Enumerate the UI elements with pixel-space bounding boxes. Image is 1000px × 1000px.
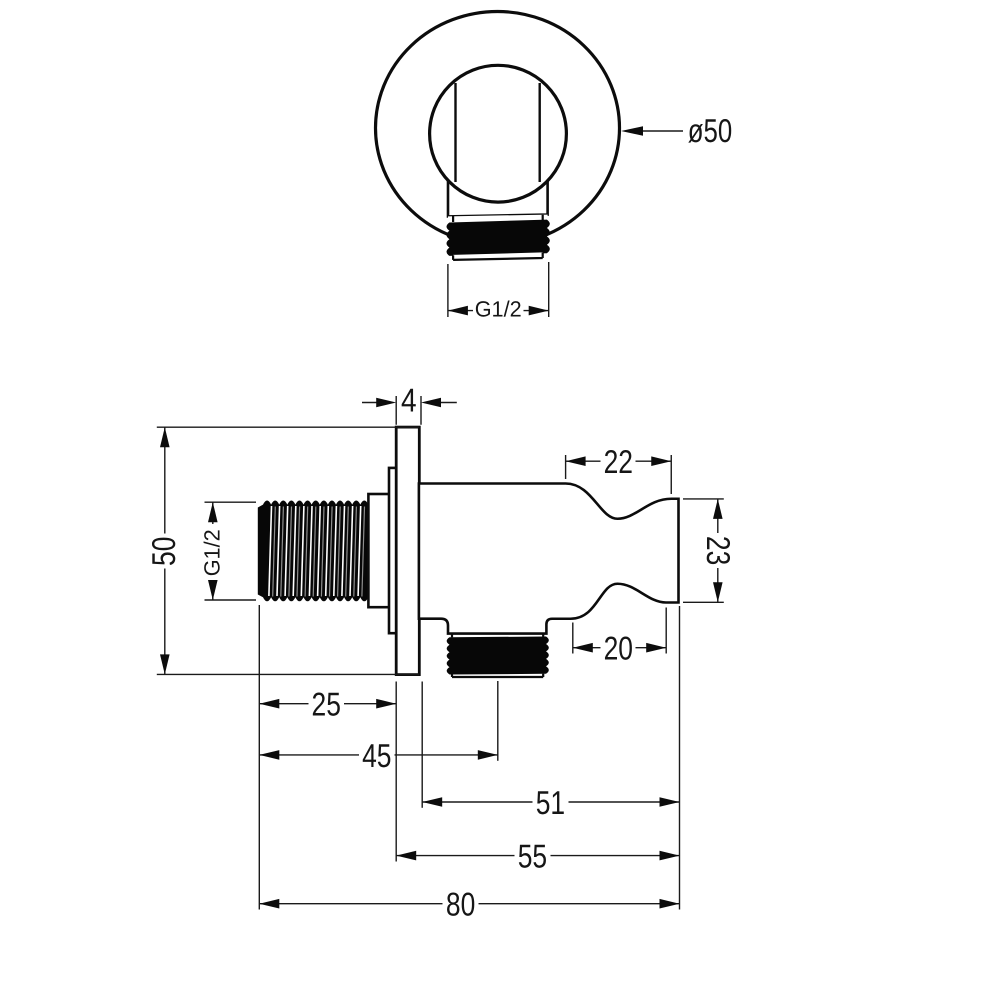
dim-25-label: 25 [312, 686, 341, 723]
dim-outlet-axis-distance: 45 [259, 737, 498, 774]
side-wall-thread-grooves-faint [272, 506, 366, 597]
side-wall-thread-grooves [268, 505, 362, 597]
dim-4-arrow-left [376, 397, 397, 408]
dim-4-extensions [395, 396, 422, 425]
dim-25-arrow-left [259, 698, 280, 709]
dim-20-label: 20 [604, 630, 633, 667]
dim-25-arrow-right [376, 698, 397, 709]
dim-55-label: 55 [518, 838, 547, 875]
dim-22-label: 22 [604, 443, 633, 480]
side-body-holder [417, 482, 680, 635]
dim-23-arrow-bottom [713, 582, 723, 603]
side-wall-thread [257, 500, 369, 602]
dim-80-arrow-left [259, 898, 280, 909]
dim-22-arrow-right [651, 456, 672, 466]
dim-g12-arrow-bottom [208, 580, 218, 600]
dim-51-arrow-right [659, 797, 680, 807]
dim-23-extensions [683, 498, 724, 603]
dim-23-label: 23 [700, 536, 737, 565]
dim-wall-thread-length: 25 [259, 686, 397, 723]
dim-45-arrow-right [477, 750, 498, 760]
dim-front-thread-arrow-left [447, 305, 468, 316]
front-view: G1/2 ø50 [373, 9, 732, 322]
dim-front-thread-arrow-right [528, 305, 549, 316]
side-nipple-runout-edges [450, 633, 545, 638]
dim-front-diameter-arrow [621, 126, 643, 136]
side-nipple-thread-black [446, 636, 549, 675]
dim-plate-diameter: 50 [145, 426, 419, 676]
dim-80-arrow-right [659, 898, 680, 909]
front-thread-black [446, 219, 550, 256]
side-outlet-nipple [446, 633, 549, 679]
dim-20-arrow-left [572, 642, 593, 653]
dim-total-length: 80 [259, 886, 680, 923]
dim-front-thread: G1/2 [447, 262, 550, 322]
dim-plate-front-to-end: 55 [396, 838, 680, 875]
front-body-silhouette-lines [454, 83, 541, 182]
dim-50-extensions [156, 426, 419, 676]
dim-50-label: 50 [145, 537, 182, 566]
dim-20-arrow-right [646, 642, 667, 653]
dim-55-arrow-right [659, 850, 680, 861]
dim-45-arrow-left [259, 750, 280, 760]
dim-4-label: 4 [401, 382, 417, 419]
dim-front-thread-label: G1/2 [475, 297, 522, 322]
front-thread-end-edges [452, 252, 544, 261]
dim-55-arrow-left [396, 850, 417, 861]
dim-holder-top-width: 22 [564, 443, 672, 494]
side-nipple-end-edges [450, 673, 545, 679]
dim-g12-label: G1/2 [199, 529, 224, 576]
dim-front-diameter-label: ø50 [688, 112, 733, 149]
side-wall-plate [394, 425, 421, 677]
dim-50-arrow-top [160, 427, 170, 448]
dim-45-label: 45 [362, 737, 391, 774]
dim-side-wall-thread: G1/2 [199, 501, 256, 601]
front-ball-circle [428, 63, 569, 204]
dim-22-arrow-left [565, 456, 586, 466]
dim-holder-bottom-width: 20 [572, 607, 667, 667]
side-view: 4 50 G1/2 22 23 [145, 382, 737, 923]
dim-51-arrow-left [422, 797, 443, 807]
dim-front-diameter: ø50 [621, 112, 732, 149]
dim-plate-thickness: 4 [362, 382, 457, 425]
dim-4-arrow-right [421, 397, 441, 408]
dim-wall-face-to-end: 51 [422, 784, 680, 821]
dim-front-thread-extensions [447, 262, 550, 317]
dim-g12-arrow-top [208, 502, 218, 523]
side-shank [367, 492, 392, 609]
dim-23-arrow-top [713, 498, 723, 519]
dim-holder-end-height: 23 [683, 498, 737, 603]
dim-51-label: 51 [536, 784, 565, 821]
dim-50-arrow-bottom [160, 654, 170, 675]
dim-80-label: 80 [446, 886, 475, 923]
front-runout-edges [452, 214, 544, 222]
